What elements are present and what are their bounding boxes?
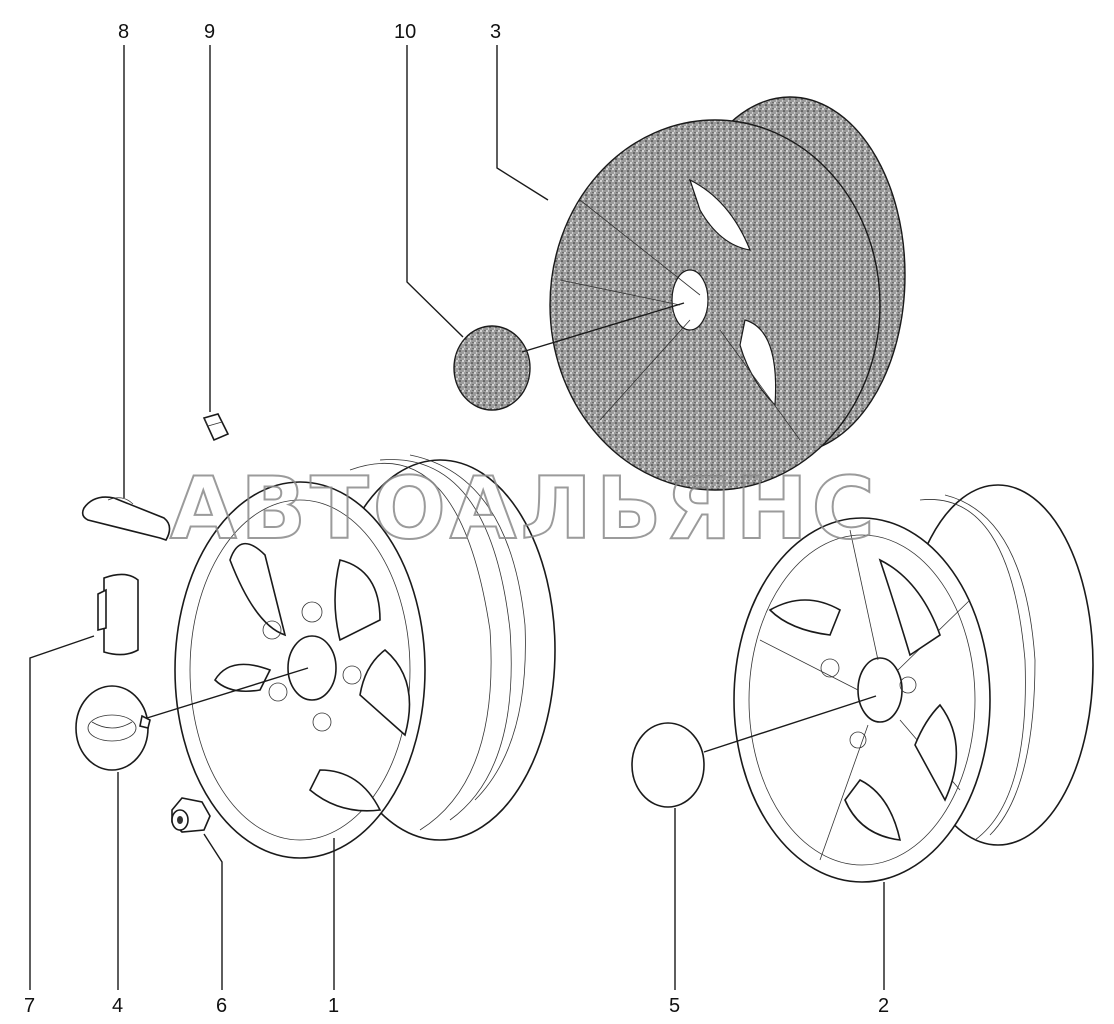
callout-numbers: 8 9 10 3 7 4 6 1 5 2 — [24, 21, 889, 1017]
wheel-nut-6 — [171, 797, 211, 833]
callout-4: 4 — [112, 995, 123, 1017]
callout-7: 7 — [24, 995, 35, 1017]
clip-8 — [81, 496, 171, 541]
spare-wheel-3 — [549, 96, 906, 491]
callout-9: 9 — [204, 21, 215, 43]
center-cap-4 — [75, 685, 151, 771]
watermark: АВТОАЛЬЯНС — [170, 459, 879, 559]
callout-8: 8 — [118, 21, 129, 43]
callout-10: 10 — [394, 21, 416, 43]
insert-9 — [202, 413, 230, 442]
callout-3: 3 — [490, 21, 501, 43]
hub-cap-5 — [631, 722, 705, 808]
leader-lines — [29, 45, 885, 990]
callout-1: 1 — [328, 995, 339, 1017]
callout-2: 2 — [878, 995, 889, 1017]
callout-5: 5 — [669, 995, 680, 1017]
balance-weight-7 — [97, 573, 139, 656]
alloy-wheel-1 — [174, 454, 556, 859]
callout-6: 6 — [216, 995, 227, 1017]
spare-hub-cap-10 — [453, 325, 531, 411]
